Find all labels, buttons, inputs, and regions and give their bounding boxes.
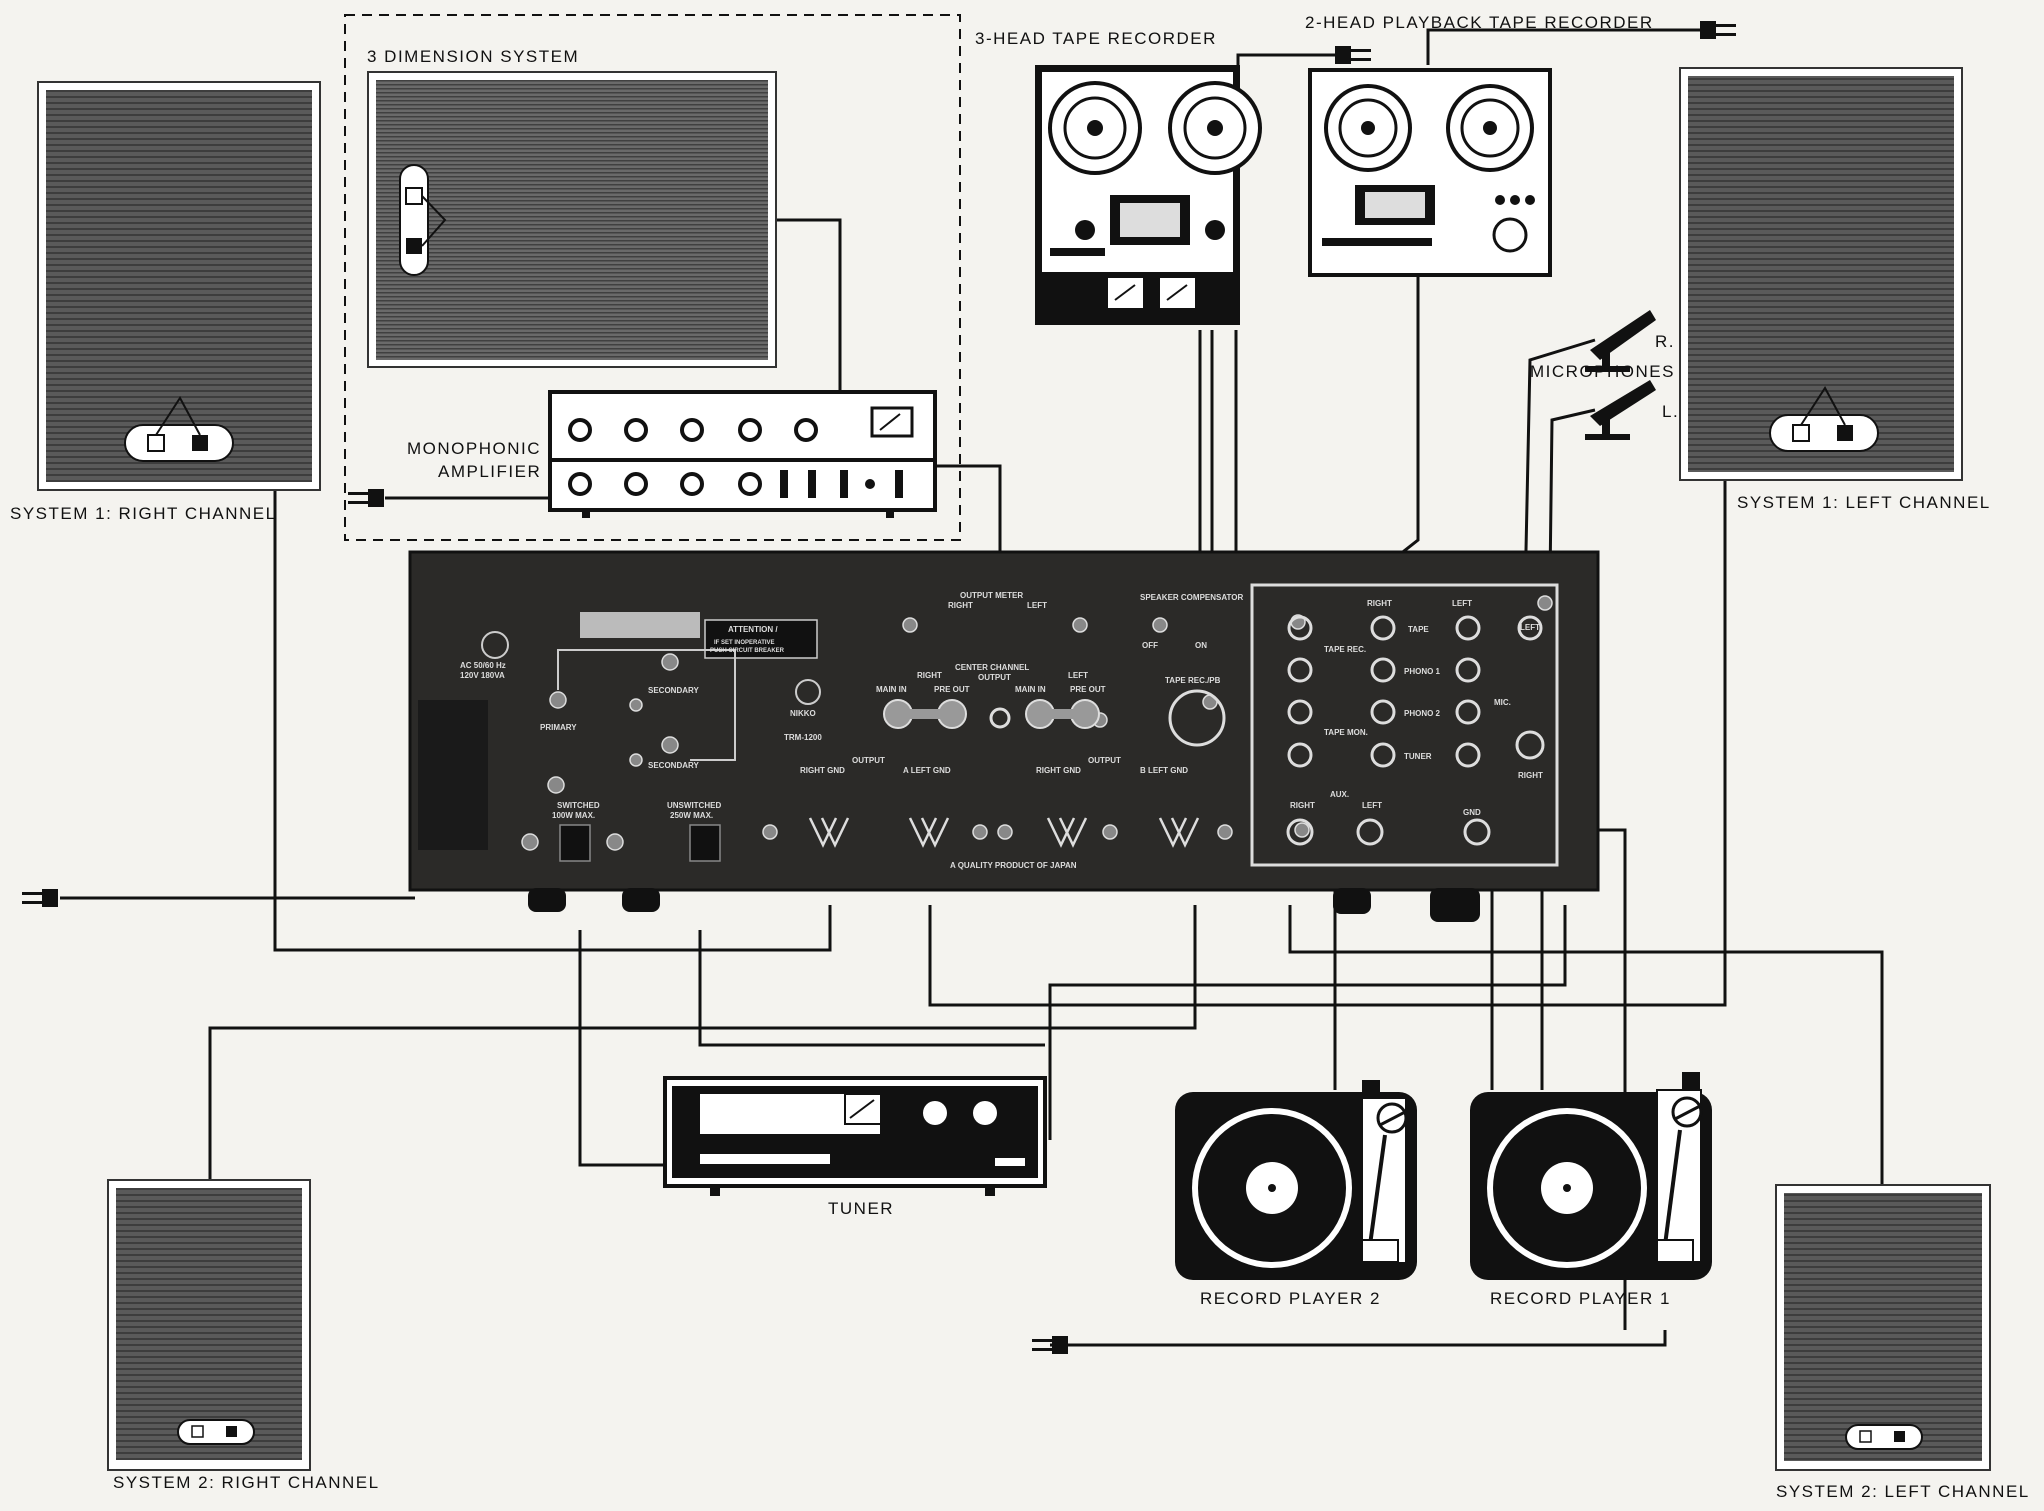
label-3-head-tape-recorder: 3-HEAD TAPE RECORDER (975, 29, 1217, 48)
tape-right-label: RIGHT (1367, 599, 1392, 608)
attention-label: ATTENTION / (728, 625, 778, 634)
microphone-left (1585, 380, 1656, 440)
two-head-playback-tape-recorder (1310, 70, 1550, 275)
quality-label: A QUALITY PRODUCT OF JAPAN (950, 861, 1077, 870)
output-label-b: OUTPUT (1088, 756, 1121, 765)
label-microphones: MICROPHONES (1530, 362, 1675, 381)
attention-label-2: IF SET INOPERATIVE (714, 640, 775, 646)
output-meter-label: OUTPUT METER (960, 591, 1023, 600)
right-gnd-label-a: RIGHT GND (800, 766, 845, 775)
label-system1-left: SYSTEM 1: LEFT CHANNEL (1737, 493, 1991, 512)
aux-left-label: LEFT (1362, 801, 1382, 810)
phono-2-label: PHONO 2 (1404, 709, 1441, 718)
monophonic-amplifier (550, 392, 935, 518)
tuner (665, 1078, 1045, 1196)
power-plug-icon (1335, 46, 1371, 64)
pre-right-label: RIGHT (917, 671, 942, 680)
pre-left-label: LEFT (1068, 671, 1088, 680)
label-amplifier: AMPLIFIER (438, 462, 541, 481)
label-system2-left: SYSTEM 2: LEFT CHANNEL (1776, 1482, 2030, 1501)
speaker-system1-left (1680, 68, 1962, 480)
unswitched-max-label: 250W MAX. (670, 811, 713, 820)
record-player-2 (1175, 1080, 1417, 1280)
label-record-player-1: RECORD PLAYER 1 (1490, 1289, 1671, 1308)
tape-label: TAPE (1408, 625, 1429, 634)
attention-label-3: PUSH CIRCUIT BREAKER (710, 648, 785, 654)
power-plug-icon (1700, 21, 1736, 39)
output-label-a: OUTPUT (852, 756, 885, 765)
record-player-1 (1470, 1072, 1712, 1280)
aux-label: AUX. (1330, 790, 1349, 799)
label-tuner: TUNER (828, 1199, 894, 1218)
primary-label: PRIMARY (540, 723, 577, 732)
center-output-label: OUTPUT (978, 673, 1011, 682)
mic-label: MIC. (1494, 698, 1511, 707)
output-meter-right: RIGHT (948, 601, 973, 610)
center-channel-label: CENTER CHANNEL (955, 663, 1029, 672)
output-meter-left: LEFT (1027, 601, 1047, 610)
pre-out-label-r: PRE OUT (934, 685, 970, 694)
speaker-system2-right (108, 1180, 310, 1470)
aux-right-label: RIGHT (1290, 801, 1315, 810)
secondary-label-1: SECONDARY (648, 686, 699, 695)
switched-max-label: 100W MAX. (552, 811, 595, 820)
label-3-dimension-system: 3 DIMENSION SYSTEM (367, 47, 579, 66)
pre-out-label-l: PRE OUT (1070, 685, 1106, 694)
label-monophonic: MONOPHONIC (407, 439, 541, 458)
right-gnd-label-b: RIGHT GND (1036, 766, 1081, 775)
gnd-label: GND (1463, 808, 1481, 817)
ac-rating-label-2: 120V 180VA (460, 671, 505, 680)
speaker-compensator-label: SPEAKER COMPENSATOR (1140, 593, 1243, 602)
mic-left-label: LEFT (1520, 623, 1540, 632)
brand-label: NIKKO (790, 709, 816, 718)
label-mic-l: L. (1662, 402, 1679, 421)
unswitched-label: UNSWITCHED (667, 801, 721, 810)
power-plug-icon (22, 889, 58, 907)
phono-1-label: PHONO 1 (1404, 667, 1441, 676)
label-record-player-2: RECORD PLAYER 2 (1200, 1289, 1381, 1308)
label-system1-right: SYSTEM 1: RIGHT CHANNEL (10, 504, 277, 523)
speaker-3d-system (368, 72, 776, 367)
three-head-tape-recorder (1035, 65, 1260, 325)
tuner-input-label: TUNER (1404, 752, 1432, 761)
label-mic-r: R. (1655, 332, 1675, 351)
switched-label: SWITCHED (557, 801, 600, 810)
a-left-gnd-label: A LEFT GND (903, 766, 951, 775)
on-label: ON (1195, 641, 1207, 650)
off-label: OFF (1142, 641, 1158, 650)
main-in-label-l: MAIN IN (1015, 685, 1046, 694)
speaker-system1-right (38, 82, 320, 490)
secondary-label-2: SECONDARY (648, 761, 699, 770)
mic-right-label: RIGHT (1518, 771, 1543, 780)
model-label: TRM-1200 (784, 733, 822, 742)
tape-mon-label: TAPE MON. (1324, 728, 1368, 737)
label-system2-right: SYSTEM 2: RIGHT CHANNEL (113, 1473, 380, 1492)
ac-rating-label: AC 50/60 Hz (460, 661, 506, 670)
b-left-gnd-label: B LEFT GND (1140, 766, 1188, 775)
tape-left-label: LEFT (1452, 599, 1472, 608)
label-2-head-playback-tape-recorder: 2-HEAD PLAYBACK TAPE RECORDER (1305, 13, 1654, 32)
main-in-label-r: MAIN IN (876, 685, 907, 694)
tape-rec-label: TAPE REC. (1324, 645, 1366, 654)
speaker-system2-left (1776, 1185, 1990, 1470)
power-plug-icon (348, 489, 384, 507)
tape-rec-pb-label: TAPE REC./PB (1165, 676, 1221, 685)
